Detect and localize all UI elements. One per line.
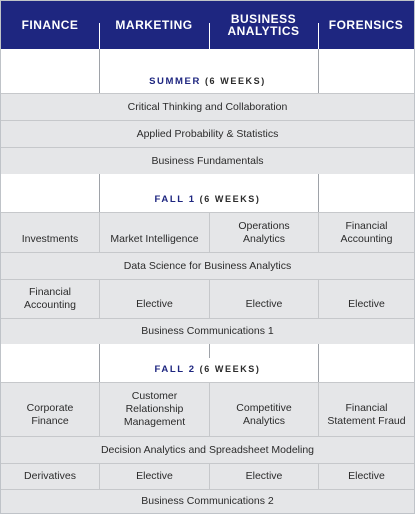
track-finance-header: FINANCE (21, 18, 79, 32)
fall2-term-heading: FALL 2 (6 WEEKS) (1, 361, 414, 377)
course-cell: Elective (99, 464, 209, 489)
course-cell: Customer Relationship Management (99, 383, 209, 436)
course-cell: Operations Analytics (209, 213, 318, 252)
divider-line (99, 49, 100, 93)
course-cell: Financial Accounting (24, 286, 76, 311)
divider-line (99, 344, 100, 382)
course-row: Data Science for Business Analytics (1, 252, 414, 279)
course-cell: Derivatives (24, 470, 76, 482)
course-cell: Elective (209, 280, 318, 318)
course-cell: Elective (318, 464, 414, 489)
divider-line (99, 174, 100, 212)
course-cell: Critical Thinking and Collaboration (127, 100, 288, 113)
track-header: FINANCE MARKETING BUSINESS ANALYTICS FOR… (1, 1, 414, 49)
track-business-analytics-header: BUSINESS ANALYTICS (209, 1, 318, 49)
term-duration: (6 WEEKS) (199, 364, 261, 374)
course-cell: Competitive Analytics (209, 383, 318, 436)
course-row: Investments Market Intelligence Operatio… (1, 212, 414, 252)
course-row: Business Fundamentals (1, 147, 414, 174)
course-row: Derivatives Elective Elective Elective (1, 463, 414, 489)
term-name: FALL 1 (154, 193, 196, 205)
course-cell: Data Science for Business Analytics (123, 259, 292, 272)
course-cell: Decision Analytics and Spreadsheet Model… (100, 443, 315, 456)
track-forensics-header: FORENSICS (318, 1, 414, 49)
course-row: Business Communications 2 (1, 489, 414, 513)
course-cell: Elective (99, 280, 209, 318)
divider-line (318, 174, 319, 212)
course-cell: Corporate Finance (26, 402, 74, 427)
divider-line (318, 49, 319, 93)
course-row: Financial Accounting Elective Elective E… (1, 279, 414, 318)
track-marketing-header: MARKETING (99, 1, 209, 49)
term-name: SUMMER (149, 75, 201, 87)
course-cell: Business Fundamentals (151, 154, 264, 167)
course-cell: Financial Statement Fraud (318, 383, 414, 436)
course-cell: Financial Accounting (318, 213, 414, 252)
course-cell: Applied Probability & Statistics (136, 127, 279, 140)
summer-term-heading: SUMMER (6 WEEKS) (1, 73, 414, 89)
course-cell: Business Communications 1 (141, 325, 274, 337)
course-cell: Investments (21, 233, 79, 245)
fall1-term-heading: FALL 1 (6 WEEKS) (1, 191, 414, 207)
course-row: Corporate Finance Customer Relationship … (1, 382, 414, 436)
course-row: Critical Thinking and Collaboration (1, 93, 414, 120)
term-name: FALL 2 (154, 363, 196, 375)
term-duration: (6 WEEKS) (199, 194, 261, 204)
term-duration: (6 WEEKS) (204, 76, 266, 86)
course-row: Applied Probability & Statistics (1, 120, 414, 147)
course-row: Business Communications 1 (1, 318, 414, 344)
divider-line (318, 344, 319, 382)
divider-line (209, 344, 210, 358)
course-cell: Elective (318, 280, 414, 318)
course-cell: Business Communications 2 (141, 495, 274, 507)
course-cell: Elective (209, 464, 318, 489)
course-row: Decision Analytics and Spreadsheet Model… (1, 436, 414, 463)
course-cell: Market Intelligence (99, 213, 209, 252)
